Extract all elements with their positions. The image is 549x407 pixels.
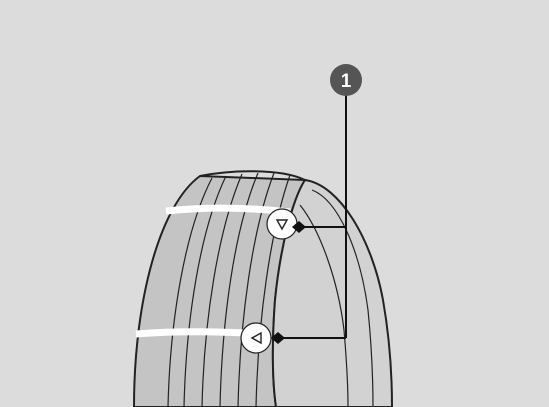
tire <box>132 170 394 407</box>
lower-indicator-marker <box>240 322 272 354</box>
upper-indicator-marker <box>266 208 298 240</box>
sidewall-ring-1 <box>311 189 374 407</box>
diamond-icon <box>292 221 306 233</box>
tire-top-edge <box>199 170 306 181</box>
tread-groove-5 <box>237 172 275 407</box>
sidewall-ring-2 <box>299 204 349 407</box>
tire-sidewall <box>271 178 394 407</box>
tread-groove-4 <box>219 172 259 407</box>
tread-groove-1 <box>167 177 213 407</box>
diamond-icon <box>271 332 285 344</box>
callout-badge: 1 <box>330 64 362 96</box>
tread-groove-3 <box>201 173 243 407</box>
triangle-left-icon <box>250 331 262 345</box>
triangle-down-icon <box>275 219 289 231</box>
wear-indicator-bar-upper <box>165 204 291 216</box>
tread-groove-2 <box>183 175 227 407</box>
callout-number: 1 <box>341 71 352 92</box>
tread-groove-6 <box>255 174 291 407</box>
callout-leader <box>271 92 347 344</box>
